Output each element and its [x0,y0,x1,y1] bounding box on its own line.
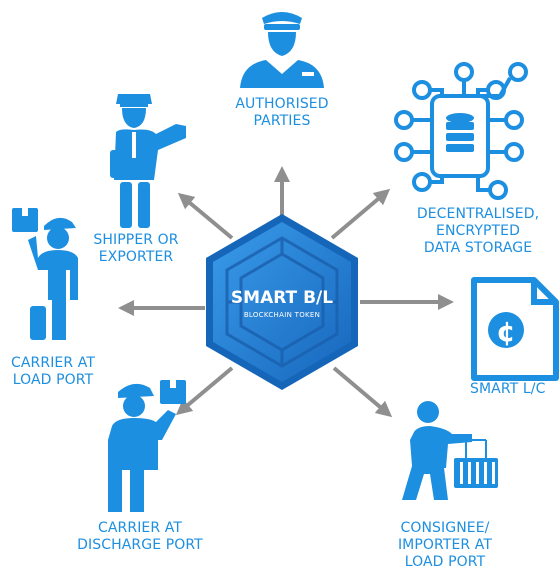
arrows [118,166,454,418]
person-with-container-icon [402,401,498,500]
hub-title: SMART B/L [230,288,334,308]
smart-lc-label: SMART L/C [470,381,546,397]
shipper-label: SHIPPER OR EXPORTER [93,232,179,265]
arrow-to-consignee [332,366,393,418]
smart-bl-hexagon [206,214,358,390]
arrow-to-storage [330,188,391,240]
cent-document-icon: ¢ [471,277,559,381]
carrier-discharge-label: CARRIER AT DISCHARGE PORT [77,520,203,553]
storage-label: DECENTRALISED, ENCRYPTED DATA STORAGE [416,206,540,256]
carrier-with-box-icon [12,208,78,340]
database-circuit-icon [394,62,528,200]
carrier-with-box-icon-discharge [108,380,186,512]
official-person-icon [240,12,324,88]
authorised-parties-label: AUTHORISED PARTIES [235,96,329,129]
carrier-load-label: CARRIER AT LOAD PORT [10,355,95,388]
consignee-label: CONSIGNEE/ IMPORTER AT LOAD PORT [397,520,493,570]
arrow-to-carrier-discharge [175,366,234,416]
pointing-officer-icon [110,94,186,228]
svg-text:¢: ¢ [496,315,515,348]
arrow-to-shipper [177,192,234,240]
hub-subtitle: BLOCKCHAIN TOKEN [243,311,321,319]
